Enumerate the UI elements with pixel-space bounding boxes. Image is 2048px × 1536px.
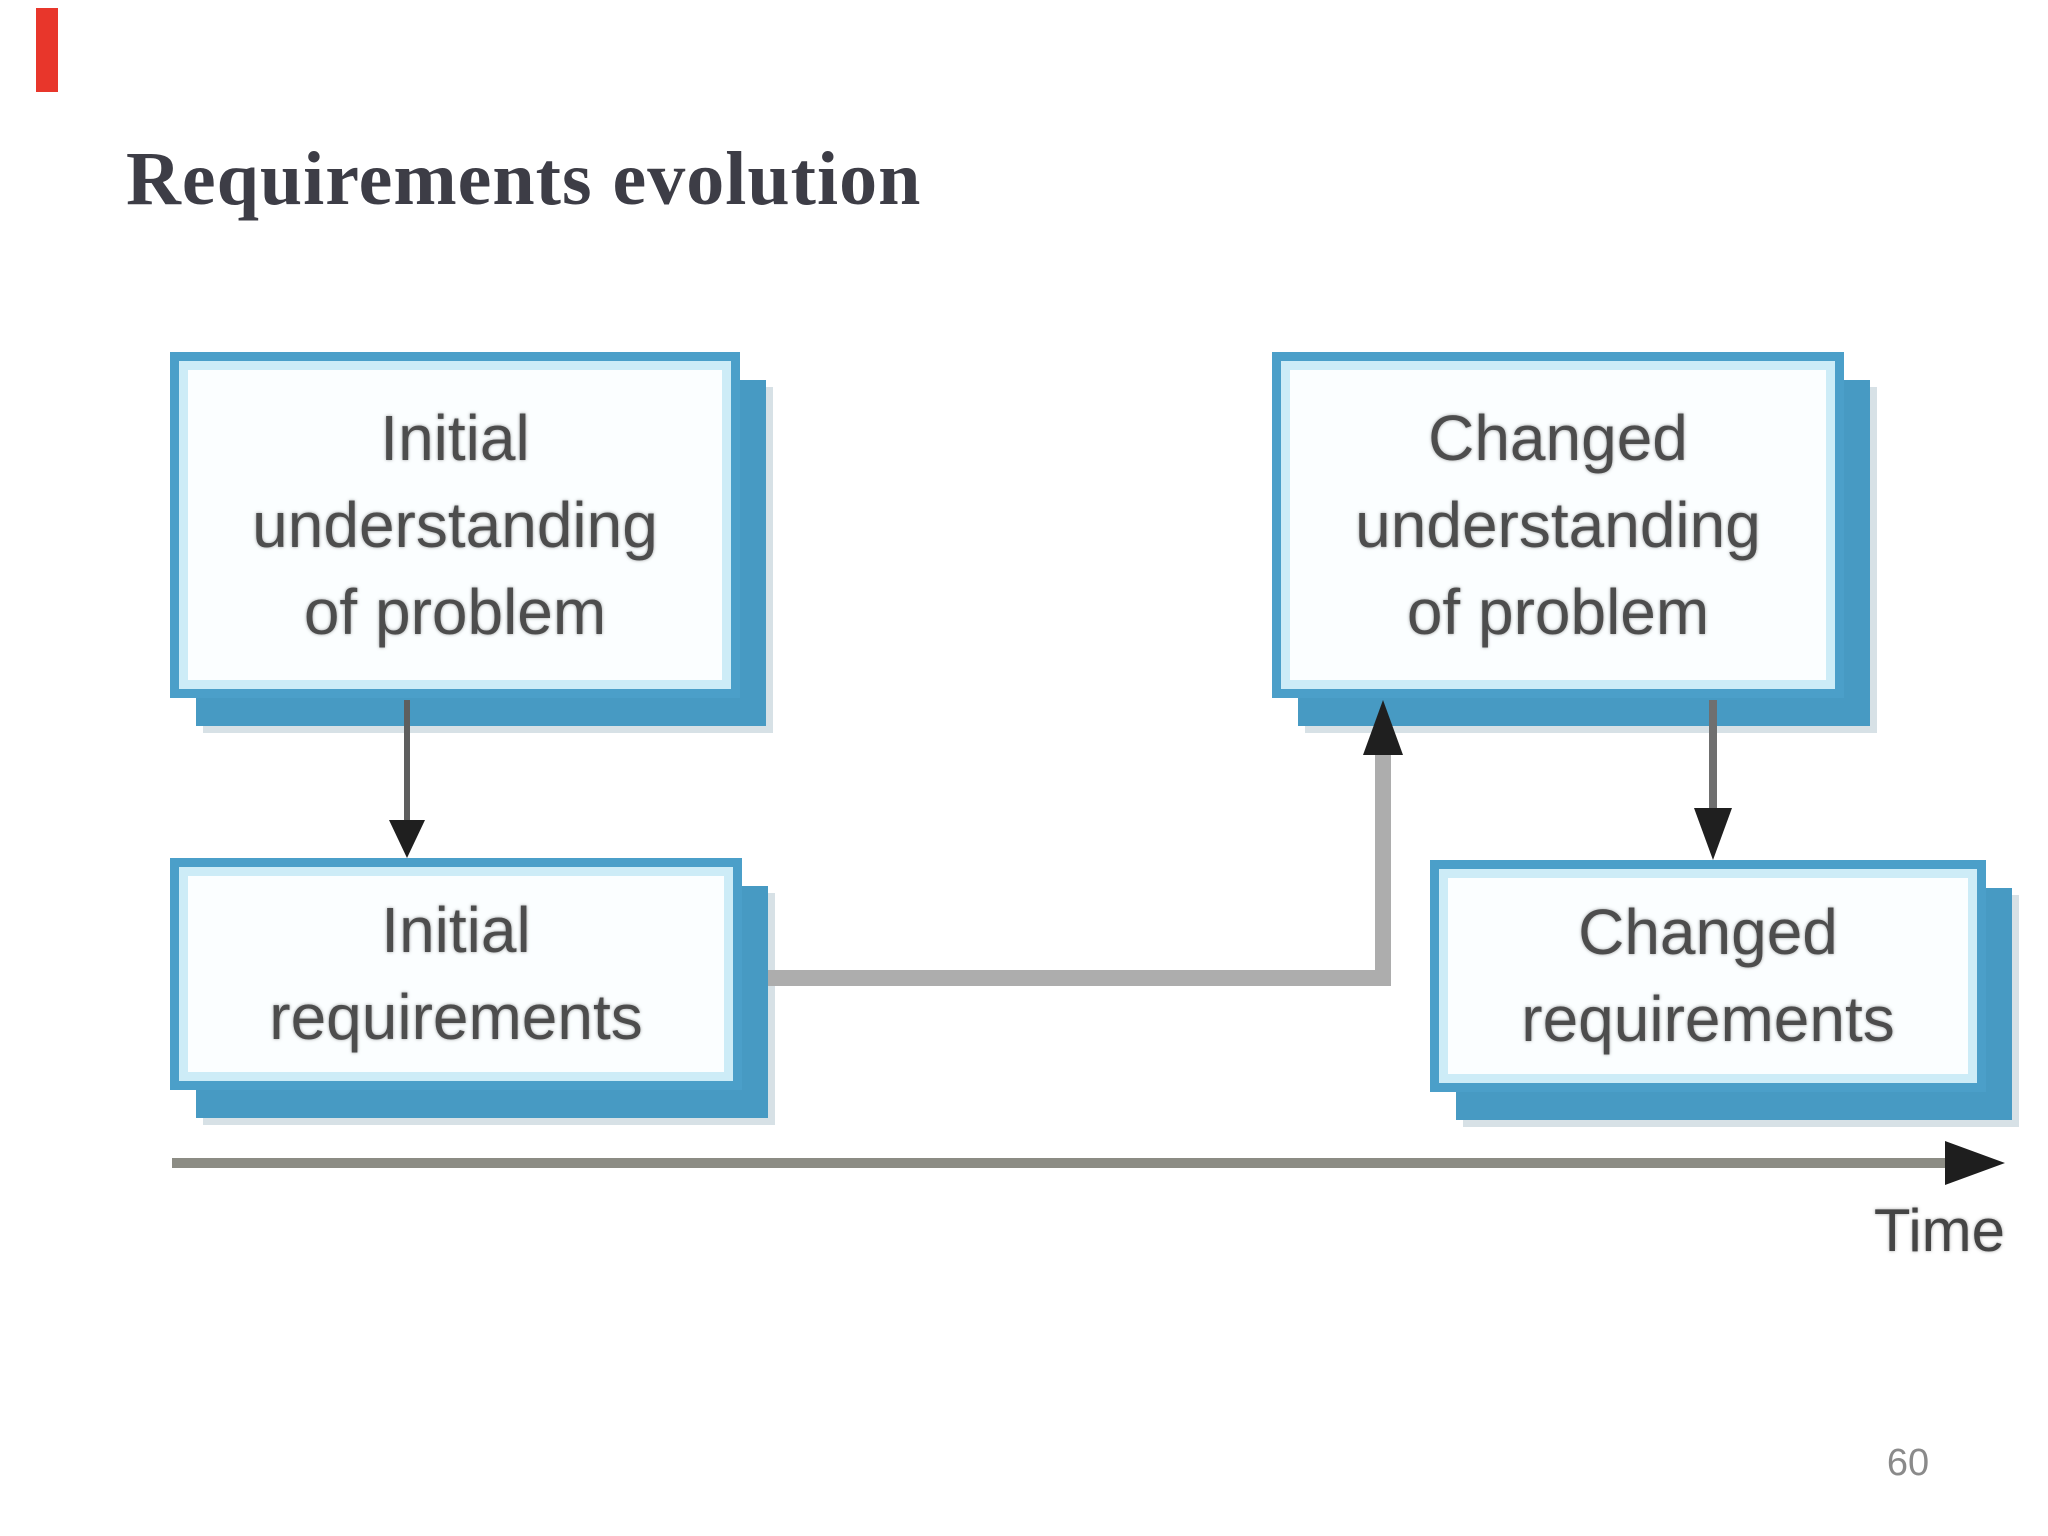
- time-axis-label: Time: [1873, 1197, 2005, 1264]
- box-text-line: Initial: [380, 401, 530, 474]
- box-text-line: requirements: [1521, 983, 1895, 1055]
- page-title: Requirements evolution: [126, 137, 922, 221]
- box-initial-understanding: Initial understanding of problem: [170, 352, 740, 698]
- arrow-down-icon: [389, 820, 425, 858]
- arrow-down-icon: [1694, 808, 1732, 860]
- connector-initial-requirements-vertical: [1375, 750, 1391, 986]
- connector-initial-understanding-to-initial-requirements: [404, 700, 410, 824]
- box-changed-understanding: Changed understanding of problem: [1272, 352, 1844, 698]
- arrow-up-icon: [1363, 700, 1403, 755]
- red-edge-mark: [36, 8, 58, 92]
- box-text-line: understanding: [252, 488, 658, 561]
- arrow-right-icon: [1945, 1141, 2005, 1185]
- box-text-line: understanding: [1355, 488, 1761, 561]
- page-number: 60: [1886, 1442, 1930, 1484]
- box-text-line: Initial: [381, 894, 531, 966]
- box-changed-requirements: Changed requirements: [1430, 860, 1986, 1092]
- box-text-line: of problem: [303, 575, 607, 648]
- box-text-line: Changed: [1428, 401, 1688, 474]
- connector-changed-understanding-to-changed-requirements: [1709, 700, 1717, 812]
- box-text-line: requirements: [269, 981, 643, 1053]
- connector-initial-requirements-horizontal: [768, 970, 1391, 986]
- box-text-line: Changed: [1578, 896, 1838, 968]
- box-initial-requirements: Initial requirements: [170, 858, 742, 1090]
- time-axis-line: [172, 1158, 1945, 1168]
- box-text-line: of problem: [1406, 575, 1710, 648]
